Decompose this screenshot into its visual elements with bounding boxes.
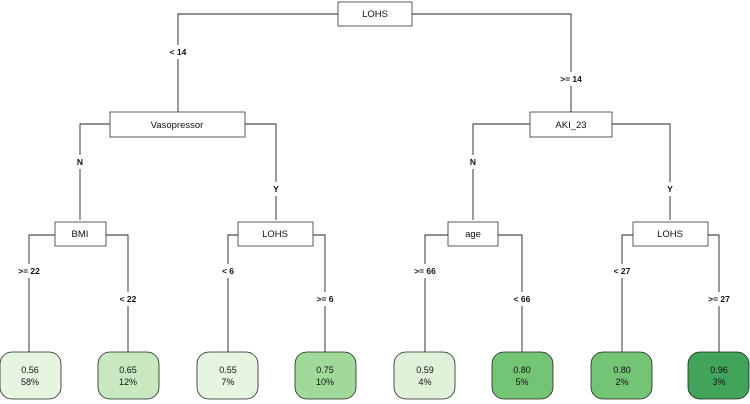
edge-label-aki-right: Y [667, 184, 673, 194]
edge-age-left [424, 234, 448, 352]
node-aki23-label: AKI_23 [555, 120, 586, 131]
edge-vaso-left [79, 123, 110, 220]
edge-aki-right [612, 123, 671, 220]
leaf-4: 0.75 10% [294, 351, 357, 400]
edge-label-bmi-left: >= 22 [18, 266, 40, 276]
edge-root-right [412, 13, 572, 112]
node-lohs-left: LOHS [237, 221, 314, 247]
node-aki23: AKI_23 [529, 111, 613, 138]
leaf-6: 0.80 5% [491, 351, 554, 400]
node-age: age [447, 221, 499, 247]
leaf-3-percent: 7% [221, 377, 234, 387]
leaf-8-value: 0.96 [710, 365, 728, 375]
node-lohs-right: LOHS [632, 221, 709, 247]
edge-label-vaso-right: Y [273, 184, 279, 194]
node-vasopressor: Vasopressor [109, 111, 246, 138]
edge-label-bmi-right: < 22 [120, 294, 137, 304]
leaf-5-value: 0.59 [416, 365, 434, 375]
leaf-7: 0.80 2% [590, 351, 653, 400]
edge-labels: < 14 >= 14 N Y N Y >= 22 < 22 < 6 >= 6 >… [16, 45, 732, 306]
edge-bmi-left [28, 234, 55, 352]
leaf-2-value: 0.65 [119, 365, 137, 375]
edge-label-lohs1-right: >= 6 [316, 294, 333, 304]
node-root-label: LOHS [362, 9, 388, 20]
edge-label-lohs2-right: >= 27 [708, 294, 730, 304]
leaf-4-value: 0.75 [316, 365, 334, 375]
edge-label-root-right: >= 14 [560, 74, 582, 84]
edge-label-lohs2-left: < 27 [614, 266, 631, 276]
edge-root-left [177, 13, 338, 112]
leaf-1-value: 0.56 [21, 365, 39, 375]
leaf-6-percent: 5% [515, 377, 528, 387]
leaf-7-value: 0.80 [613, 365, 631, 375]
node-vasopressor-label: Vasopressor [151, 120, 204, 131]
leaf-3-value: 0.55 [219, 365, 237, 375]
leaf-4-percent: 10% [316, 377, 334, 387]
leaf-1-percent: 58% [21, 377, 39, 387]
node-bmi-label: BMI [72, 229, 89, 240]
node-age-label: age [465, 229, 481, 240]
edge-aki-left [472, 123, 530, 220]
edge-label-root-left: < 14 [170, 47, 187, 57]
leaf-5-percent: 4% [418, 377, 431, 387]
edge-vaso-right [245, 123, 277, 220]
split-nodes: LOHS Vasopressor AKI_23 BMI LOHS age LOH… [54, 1, 709, 247]
node-lohs-left-label: LOHS [262, 229, 288, 240]
edge-bmi-right [106, 234, 129, 352]
leaf-7-percent: 2% [615, 377, 628, 387]
edge-label-vaso-left: N [77, 157, 83, 167]
leaf-3: 0.55 7% [196, 351, 259, 400]
leaf-1: 0.56 58% [0, 351, 62, 400]
edge-age-right [498, 234, 523, 352]
edge-label-age-left: >= 66 [414, 266, 436, 276]
edge-label-lohs1-left: < 6 [222, 266, 234, 276]
leaf-2-percent: 12% [119, 377, 137, 387]
node-bmi: BMI [54, 221, 107, 247]
leaf-8: 0.96 3% [687, 351, 750, 400]
edge-label-age-right: < 66 [514, 294, 531, 304]
edge-label-aki-left: N [470, 157, 476, 167]
node-lohs-right-label: LOHS [657, 229, 683, 240]
leaf-5: 0.59 4% [393, 351, 456, 400]
edge-lohs2-right [708, 234, 720, 352]
leaf-8-percent: 3% [712, 377, 725, 387]
edge-lohs2-left [621, 234, 633, 352]
tree-edges [28, 13, 720, 352]
leaf-6-value: 0.80 [513, 365, 531, 375]
leaf-2: 0.65 12% [97, 351, 160, 400]
node-root: LOHS [337, 1, 413, 27]
edge-lohs1-left [227, 234, 238, 352]
edge-lohs1-right [313, 234, 326, 352]
leaf-nodes: 0.56 58% 0.65 12% 0.55 7% 0.75 10% 0.59 … [0, 351, 750, 400]
